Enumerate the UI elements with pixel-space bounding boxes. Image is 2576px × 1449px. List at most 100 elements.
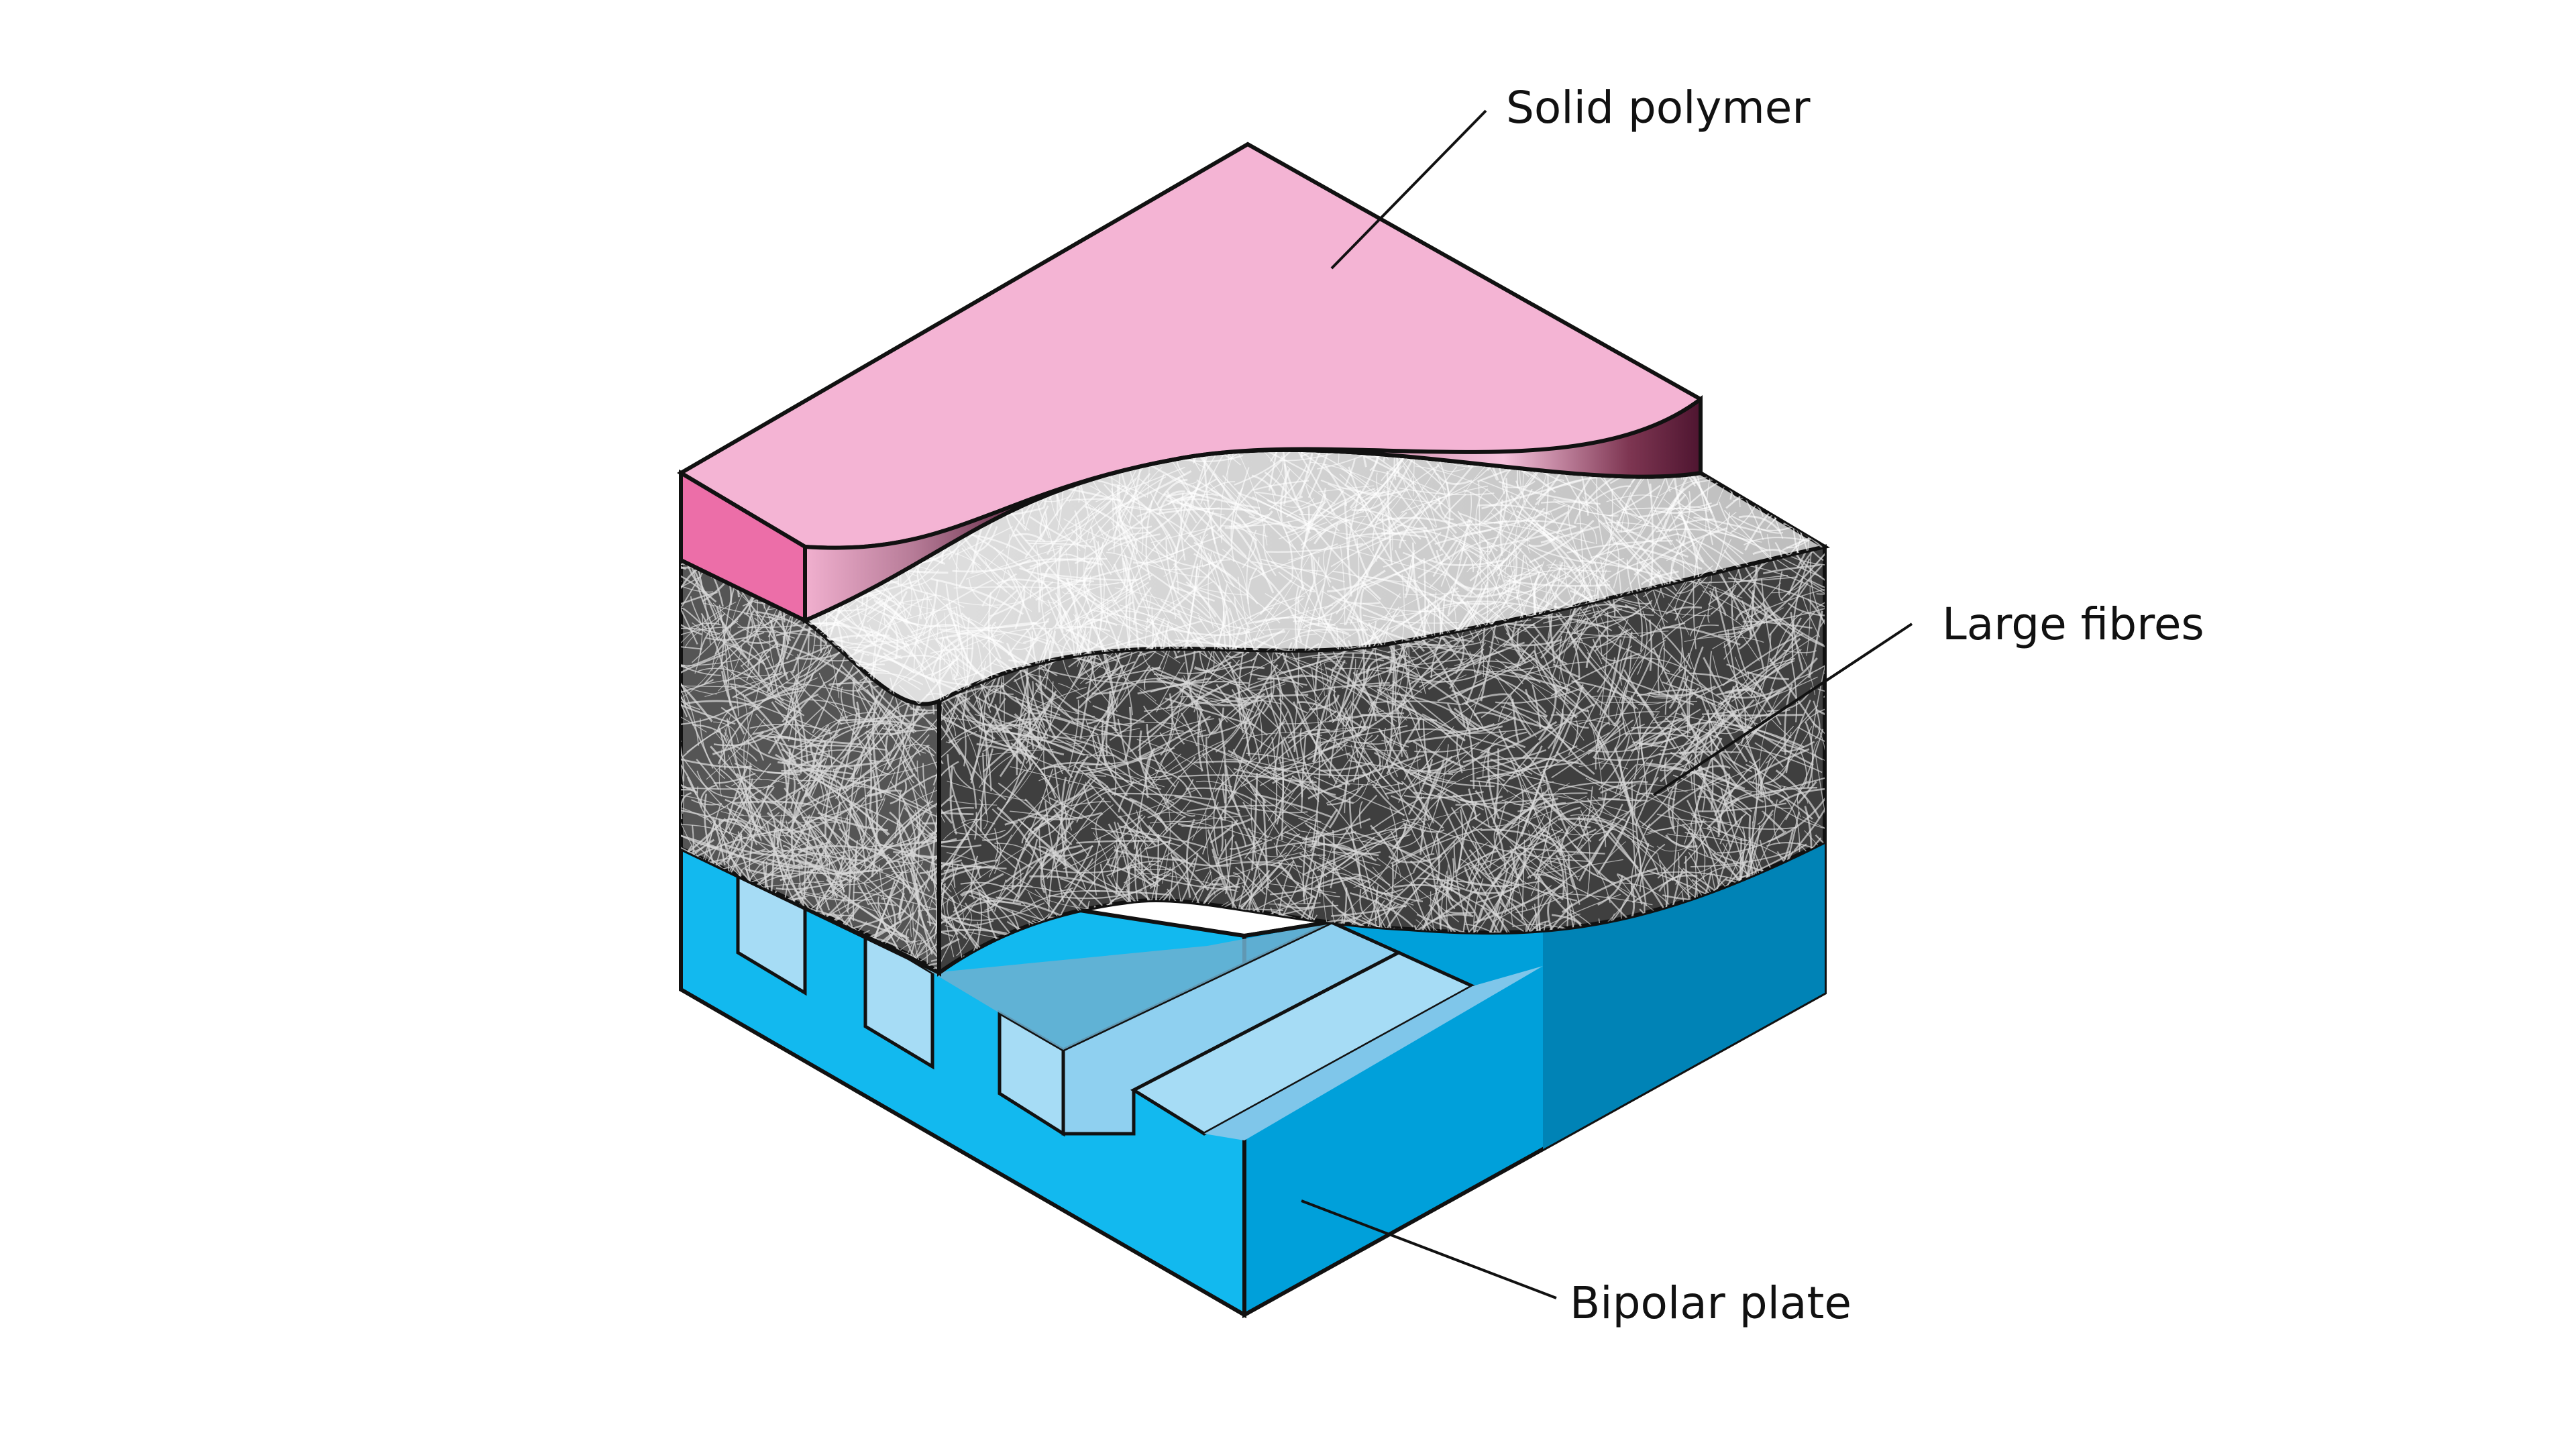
fibre-strand <box>804 790 831 808</box>
fibre-strand <box>704 669 796 698</box>
fibre-strand <box>828 786 883 847</box>
fibre-strand <box>718 604 730 688</box>
fibre-strand <box>1712 607 1784 649</box>
fibre-strand <box>1328 678 1351 778</box>
fibre-strand <box>810 774 890 837</box>
fibre-strand <box>987 674 1002 709</box>
fibre-strand <box>681 657 719 702</box>
fibre-strand <box>1794 625 1825 681</box>
fibre-strand <box>786 749 863 763</box>
fibre-strand <box>840 664 917 733</box>
fibre-strand <box>794 718 803 774</box>
fibre-strand <box>1775 456 1790 517</box>
fibre-strand <box>1196 696 1228 723</box>
fibre-strand <box>1085 661 1136 684</box>
fibre-strand <box>619 739 681 759</box>
fibre-strand <box>839 695 895 761</box>
fibre-strand <box>763 647 783 680</box>
fibre-strand <box>956 928 975 957</box>
fibre-strand <box>681 678 714 694</box>
fibre-strand <box>728 786 775 850</box>
fibre-strand <box>1326 860 1356 924</box>
fibre-strand <box>931 794 939 881</box>
fibre-strand <box>1733 422 1798 447</box>
fibre-strand <box>769 794 792 814</box>
fibre-strand <box>871 769 879 877</box>
fibre-strand <box>681 871 686 945</box>
fibre-strand <box>1091 827 1181 847</box>
fibre-strand <box>939 893 968 940</box>
fibre-strand <box>684 614 722 648</box>
fibre-strand <box>885 735 891 767</box>
fibre-strand <box>1014 696 1041 714</box>
fibre-strand <box>681 638 702 650</box>
fibre-strand <box>723 665 796 704</box>
fibre-strand <box>681 824 725 833</box>
fibre-strand <box>746 610 755 640</box>
fibre-strand <box>681 705 737 726</box>
fibre-strand <box>1619 765 1644 798</box>
fibre-strand <box>798 845 883 853</box>
fibre-strand <box>885 874 939 915</box>
fibre-strand <box>599 905 675 953</box>
fibre-strand <box>1716 687 1755 696</box>
fibre-strand <box>740 850 787 871</box>
fibre-strand <box>817 812 888 832</box>
fibre-strand <box>1767 479 1782 509</box>
fibre-strand <box>898 865 939 920</box>
fibre-strand <box>681 688 736 725</box>
fibre-strand <box>1435 856 1512 892</box>
fibre-strand <box>1670 805 1697 830</box>
fibre-strand <box>700 784 717 808</box>
fibre-strand <box>1800 519 1825 533</box>
fibre-strand <box>790 776 796 810</box>
fibre-strand <box>734 696 833 735</box>
fibre-strand <box>689 560 704 594</box>
fibre-strand <box>767 610 781 638</box>
fibre-strand <box>932 712 939 786</box>
fibre-strand <box>681 601 737 663</box>
fibre-strand <box>911 855 939 926</box>
fibre-strand <box>759 735 861 746</box>
fibre-strand <box>1035 690 1075 724</box>
fibre-strand <box>616 565 676 605</box>
fibre-strand <box>771 701 854 771</box>
fibre-strand <box>1534 651 1578 719</box>
fibre-strand <box>848 803 865 829</box>
fibre-strand <box>781 748 849 792</box>
fibre-strand <box>1358 800 1363 828</box>
fibre-strand <box>1507 703 1548 718</box>
fibre-strand <box>1515 781 1547 797</box>
fibre-strand <box>947 780 1028 802</box>
fibre-strand <box>1664 668 1684 715</box>
fibre-strand <box>1682 581 1711 619</box>
fibre-strand <box>681 677 701 710</box>
fibre-strand <box>1830 611 1927 614</box>
fibre-strand <box>850 709 892 780</box>
fibre-strand <box>785 674 798 727</box>
fibre-strand <box>947 754 966 822</box>
fibre-strand <box>810 818 845 875</box>
fibre-strand <box>1191 747 1226 841</box>
fibre-strand <box>681 684 717 695</box>
fibre-strand <box>919 847 939 874</box>
fibre-strand <box>806 820 846 893</box>
fibre-strand <box>681 845 693 892</box>
fibre-strand <box>1668 603 1690 635</box>
fibre-strand <box>743 612 753 642</box>
fibre-strand <box>788 654 799 742</box>
fibre-strand <box>1809 547 1824 621</box>
fibre-strand <box>1807 449 1825 473</box>
fibre-strand <box>724 830 820 862</box>
fibre-strand <box>615 722 678 748</box>
fibre-strand <box>746 641 779 681</box>
fibre-strand <box>739 779 752 865</box>
fibre-strand <box>1788 513 1824 519</box>
fibre-strand <box>816 771 824 800</box>
fibre-strand <box>639 609 678 627</box>
fibre-strand <box>1352 873 1391 896</box>
fibre-strand <box>1722 478 1782 484</box>
fibre-strand <box>851 680 891 757</box>
fibre-strand <box>1780 449 1814 468</box>
